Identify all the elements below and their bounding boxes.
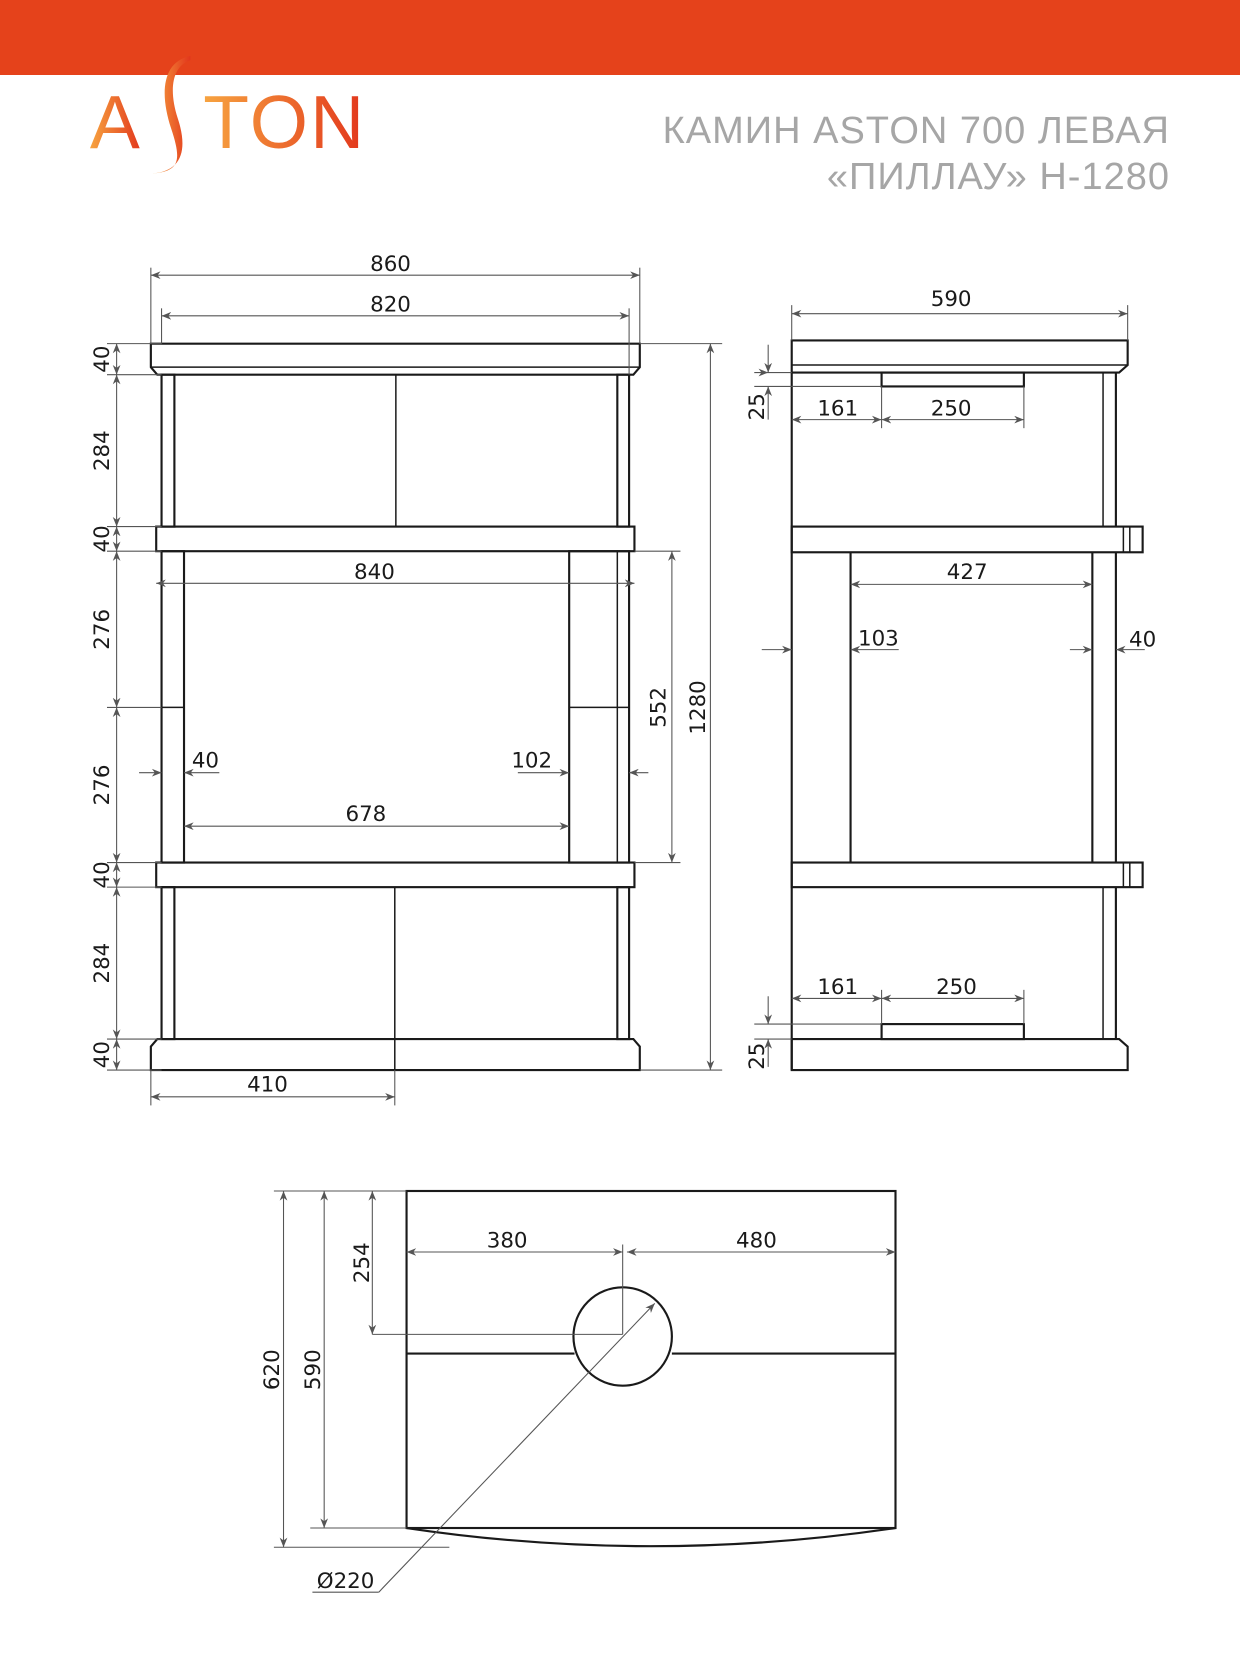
dimension-label: 103 [858, 626, 899, 651]
title-line-2: «ПИЛЛАУ» H-1280 [826, 156, 1170, 198]
dimension-label: Ø220 [317, 1569, 375, 1594]
dimension-label: 590 [931, 287, 972, 312]
dimension-label: 590 [301, 1349, 326, 1390]
dimension-label: 40 [192, 748, 219, 773]
front-view [149, 342, 641, 1072]
svg-text:TON: TON [203, 80, 366, 164]
dimension-label: 25 [745, 393, 770, 420]
dimension-label: 552 [646, 687, 671, 728]
dimension-label: 276 [90, 609, 115, 650]
aston-logo: A TON [90, 55, 366, 174]
dimension-label: 40 [90, 346, 115, 373]
dimension-label: 276 [90, 765, 115, 806]
dimension-label: 284 [90, 430, 115, 471]
dimension-label: 410 [247, 1072, 288, 1097]
side-view [790, 339, 1144, 1072]
dimension-annotations: 860 820 840 678 40 102 40 284 40 276 276 40 284 40 552… [90, 252, 1156, 1594]
dimension-label: 380 [487, 1229, 528, 1254]
dimension-label: 102 [511, 748, 552, 773]
dimension-label: 40 [90, 1041, 115, 1068]
dimension-label: 40 [1129, 627, 1156, 652]
dimension-label: 620 [260, 1349, 285, 1390]
dimension-label: 40 [90, 861, 115, 888]
dimension-label: 250 [931, 396, 972, 421]
dimension-label: 161 [817, 396, 858, 421]
dimension-label: 284 [90, 943, 115, 984]
dimension-label: 1280 [686, 680, 711, 734]
plan-view [273, 1189, 897, 1593]
dimension-label: 678 [345, 802, 386, 827]
dimension-label: 840 [354, 560, 395, 585]
dimension-label: 480 [736, 1229, 777, 1254]
dimension-label: 250 [936, 975, 977, 1000]
dimension-label: 254 [350, 1242, 375, 1283]
dimension-label: 161 [817, 975, 858, 1000]
title-line-1: КАМИН ASTON 700 ЛЕВАЯ [662, 110, 1170, 152]
header-bar [0, 0, 1240, 75]
product-title: КАМИН ASTON 700 ЛЕВАЯ «ПИЛЛАУ» H-1280 [663, 108, 1170, 200]
dimension-label: 860 [370, 252, 411, 277]
svg-text:A: A [90, 80, 142, 164]
dimension-label: 40 [90, 525, 115, 552]
dimension-label: 427 [947, 560, 988, 585]
dimension-label: 820 [370, 293, 411, 318]
dimension-label: 25 [745, 1043, 770, 1070]
